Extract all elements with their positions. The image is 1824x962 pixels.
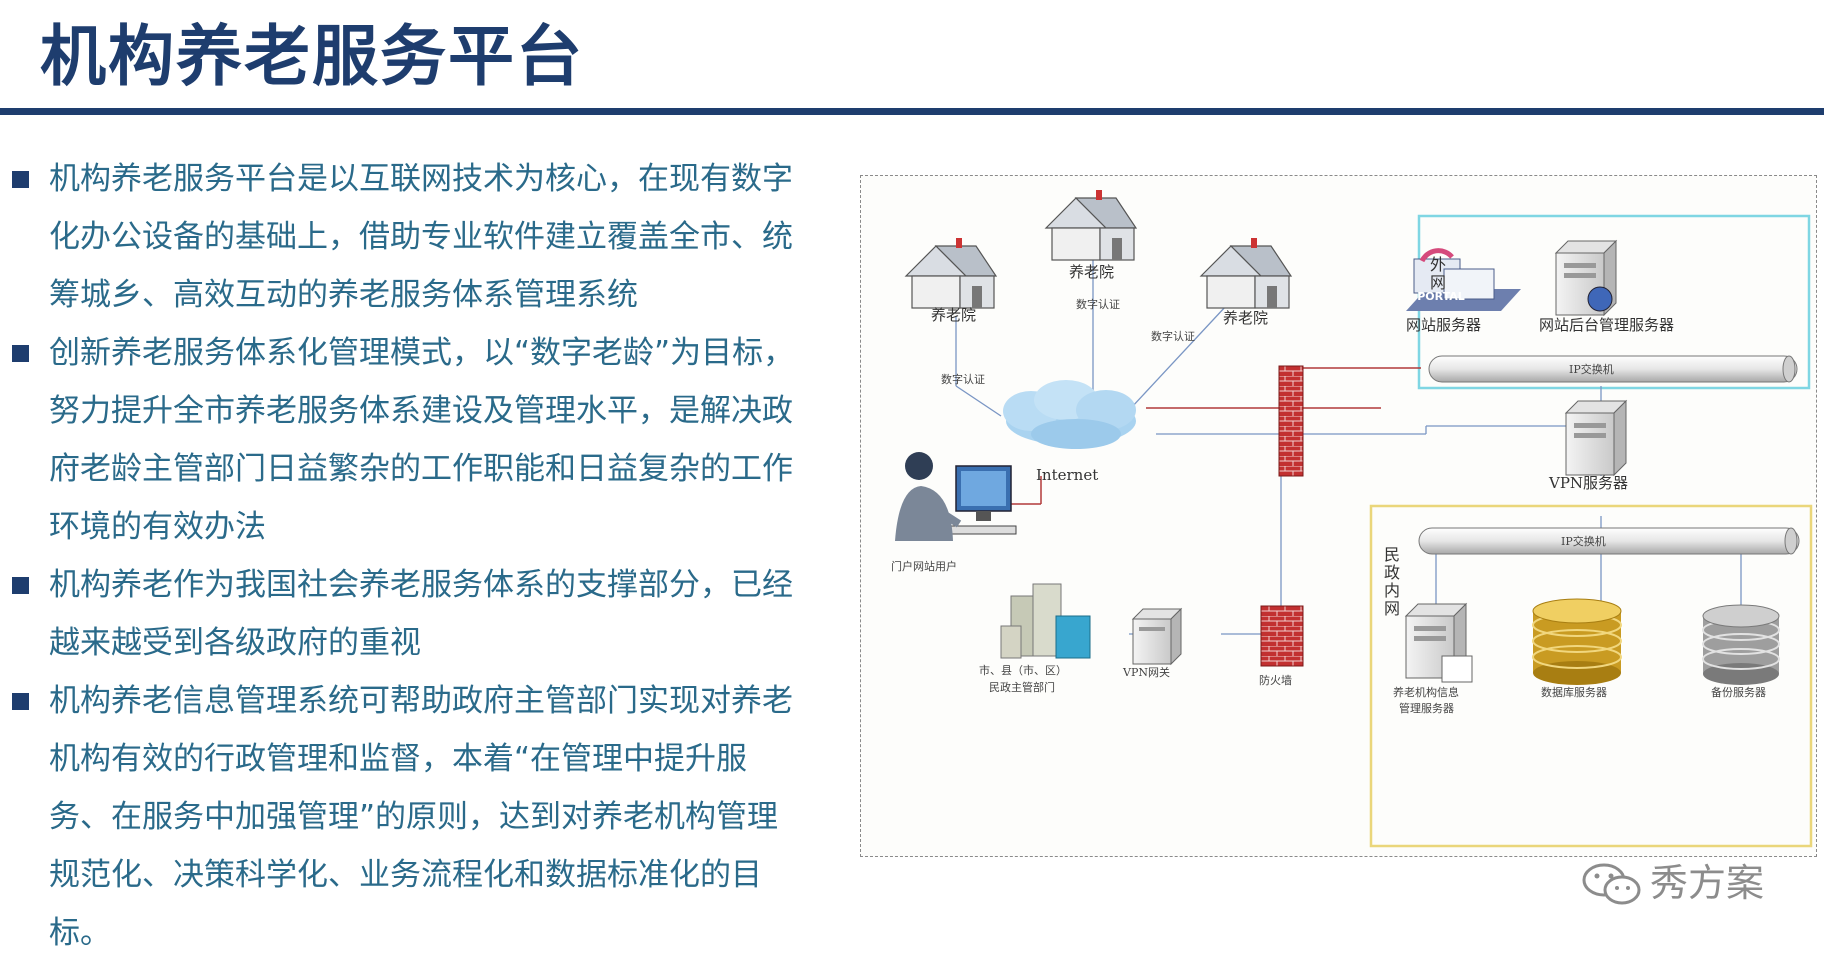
web-admin-server-label: 网站后台管理服务器 [1539, 316, 1675, 334]
page-title: 机构养老服务平台 [40, 18, 584, 95]
house-icon [1199, 238, 1293, 309]
bullet-text: 机构养老服务平台是以互联网技术为核心，在现有数字化办公设备的基础上，借助专业软件… [49, 161, 793, 313]
bullet-item: 机构养老服务平台是以互联网技术为核心，在现有数字化办公设备的基础上，借助专业软件… [6, 150, 806, 324]
square-bullet-icon [12, 171, 29, 188]
vpn-gateway-label: VPN网关 [1123, 666, 1170, 679]
bullet-text: 机构养老信息管理系统可帮助政府主管部门实现对养老机构有效的行政管理和监督，本着“… [49, 683, 793, 951]
portal-user-label: 门户网站用户 [891, 560, 957, 573]
extranet-label: 外网 [1427, 256, 1446, 292]
bullet-text: 机构养老作为我国社会养老服务体系的支撑部分，已经越来越受到各级政府的重视 [49, 567, 793, 661]
bullet-item: 创新养老服务体系化管理模式，以“数字老龄”为目标，努力提升全市养老服务体系建设及… [6, 324, 806, 556]
auth-left-label: 数字认证 [941, 373, 985, 386]
internet-label: Internet [1036, 466, 1099, 484]
watermark: 秀方案 [1578, 858, 1778, 908]
city-buildings-icon [1000, 583, 1091, 659]
network-diagram: PORTAL [860, 175, 1817, 857]
backup-server-icon [1702, 604, 1780, 685]
agency-info-server-label-line2: 管理服务器 [1399, 702, 1454, 715]
ip-switch-inner-icon [1418, 527, 1800, 555]
wechat-icon [1582, 863, 1641, 905]
ip-switch-inner-label: IP交换机 [1561, 535, 1606, 548]
portal-server-icon [1406, 248, 1521, 311]
vpn-server-label: VPN服务器 [1549, 474, 1629, 492]
city-dept-label-line2: 民政主管部门 [989, 681, 1055, 694]
square-bullet-icon [12, 577, 29, 594]
ip-switch-outer-label: IP交换机 [1569, 363, 1614, 376]
square-bullet-icon [12, 345, 29, 362]
vpn-gateway-icon [1131, 607, 1183, 666]
civil-intranet-label: 民政内网 [1381, 546, 1400, 618]
auth-top-label: 数字认证 [1076, 298, 1120, 311]
bottom-firewall-icon [1260, 605, 1304, 667]
vpn-server-icon [1564, 399, 1628, 477]
red-connection-lines [981, 367, 1421, 505]
intranet-zone [1369, 504, 1813, 848]
backup-server-label: 备份服务器 [1711, 686, 1766, 699]
watermark-text: 秀方案 [1650, 861, 1765, 905]
database-server-icon [1532, 598, 1622, 685]
title-divider [0, 108, 1824, 115]
agency-info-server-label-line1: 养老机构信息 [1393, 686, 1459, 699]
ip-switch-outer-icon [1428, 355, 1798, 383]
firewall-label: 防火墙 [1259, 674, 1292, 687]
firewall-icon [1278, 365, 1304, 477]
bullet-text: 创新养老服务体系化管理模式，以“数字老龄”为目标，努力提升全市养老服务体系建设及… [49, 335, 795, 545]
bullet-item: 机构养老信息管理系统可帮助政府主管部门实现对养老机构有效的行政管理和监督，本着“… [6, 672, 806, 962]
bullet-item: 机构养老作为我国社会养老服务体系的支撑部分，已经越来越受到各级政府的重视 [6, 556, 806, 672]
user-at-computer-icon [895, 452, 1017, 541]
portal-sign-text: PORTAL [1417, 290, 1465, 303]
house-icon [904, 238, 998, 309]
city-dept-label-line1: 市、县（市、区） [979, 664, 1067, 677]
network-diagram-graphics: PORTAL [895, 190, 1813, 848]
web-server-label: 网站服务器 [1406, 316, 1482, 334]
nursing-home-top-label: 养老院 [1069, 263, 1115, 281]
square-bullet-icon [12, 693, 29, 710]
auth-right-label: 数字认证 [1151, 330, 1195, 343]
internet-cloud-icon [1003, 380, 1136, 449]
admin-server-icon [1554, 239, 1618, 317]
agency-info-server-icon [1404, 602, 1473, 683]
house-icon [1044, 190, 1138, 261]
bullet-list: 机构养老服务平台是以互联网技术为核心，在现有数字化办公设备的基础上，借助专业软件… [6, 150, 806, 962]
nursing-home-left-label: 养老院 [931, 306, 977, 324]
database-server-label: 数据库服务器 [1541, 686, 1607, 699]
nursing-home-right-label: 养老院 [1223, 309, 1269, 327]
